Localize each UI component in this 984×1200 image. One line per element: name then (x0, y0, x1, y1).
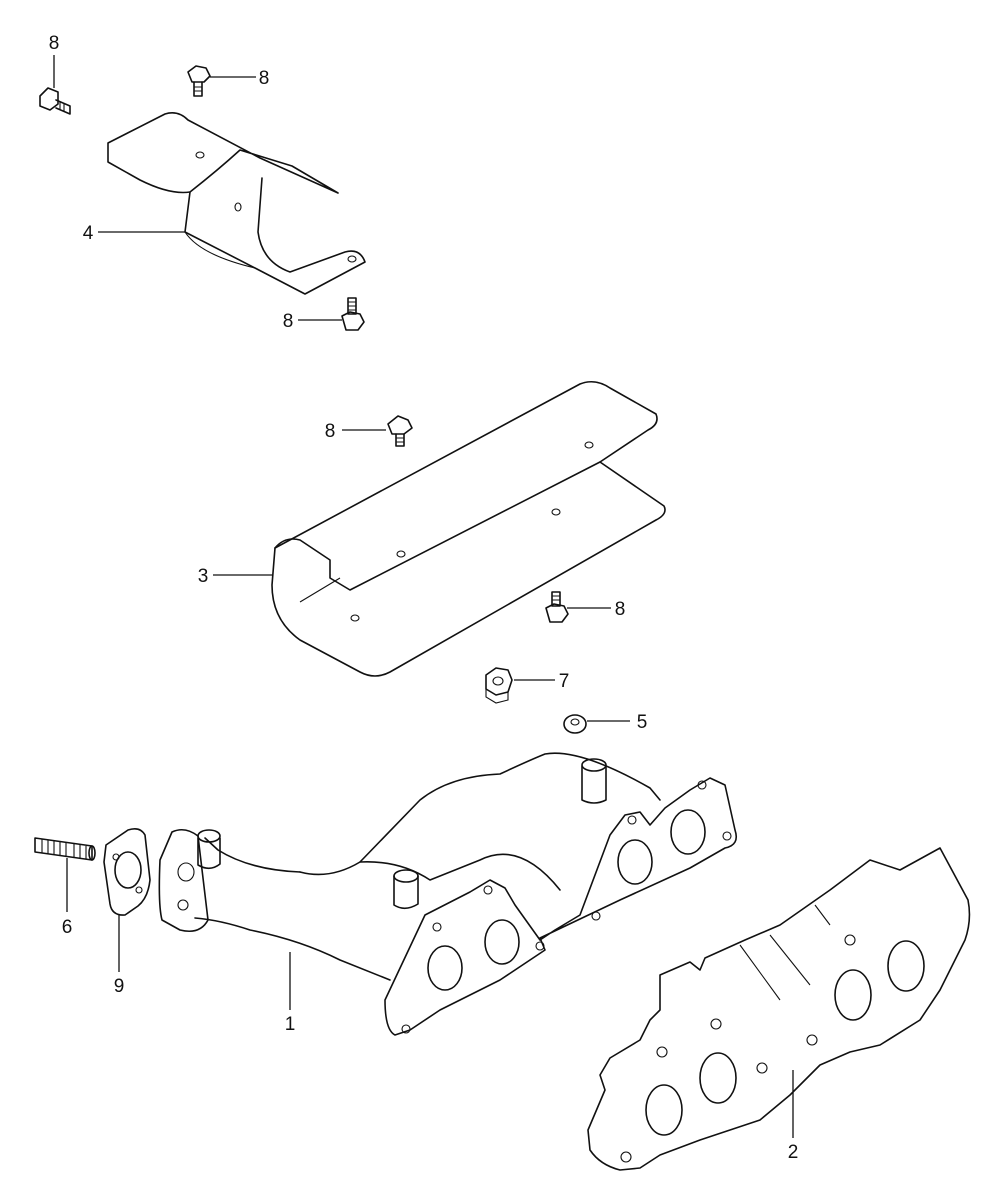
part-8-bolt[interactable] (187, 65, 211, 97)
part-8-bolt[interactable] (545, 591, 569, 623)
callout-7: 7 (559, 671, 570, 692)
callout-8-shield-large-bottom: 8 (615, 599, 626, 620)
part-2-manifold-gasket[interactable] (587, 847, 971, 1171)
callout-3: 3 (198, 566, 209, 587)
callout-2: 2 (788, 1142, 799, 1163)
callout-6: 6 (62, 917, 73, 938)
callout-1: 1 (285, 1014, 296, 1035)
part-4-small-heat-shield[interactable] (107, 112, 366, 295)
part-8-bolt[interactable] (341, 297, 365, 331)
part-9-flange-gasket[interactable] (103, 828, 151, 916)
part-6-stud[interactable] (34, 837, 96, 861)
callout-9: 9 (114, 976, 125, 997)
leader-lines (53, 55, 794, 1138)
callout-5: 5 (637, 712, 648, 733)
callout-4: 4 (83, 223, 94, 244)
part-3-large-heat-shield[interactable] (271, 380, 666, 677)
callout-8-shield-small: 8 (283, 311, 294, 332)
part-8-bolt[interactable] (39, 87, 71, 115)
part-1-exhaust-manifold[interactable] (158, 752, 738, 1036)
callout-8-top: 8 (259, 68, 270, 89)
callout-8-top-left: 8 (49, 33, 60, 54)
part-5-washer[interactable] (563, 714, 587, 734)
callout-8-shield-large-top: 8 (325, 421, 336, 442)
part-8-bolt[interactable] (387, 415, 413, 447)
part-7-nut[interactable] (485, 667, 513, 704)
